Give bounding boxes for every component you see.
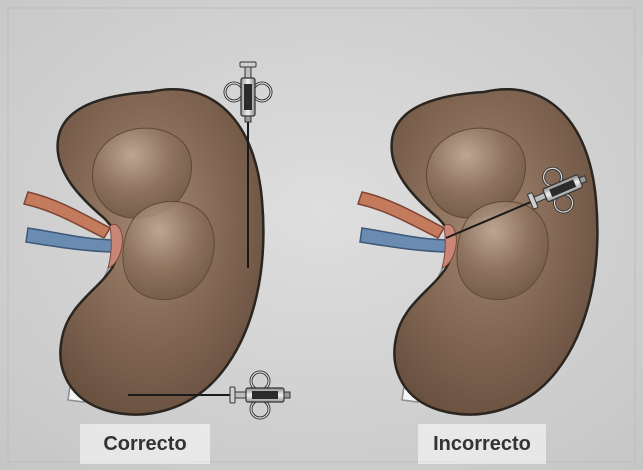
caption-incorrect: Incorrecto <box>418 424 546 464</box>
caption-correct: Correcto <box>80 424 210 464</box>
